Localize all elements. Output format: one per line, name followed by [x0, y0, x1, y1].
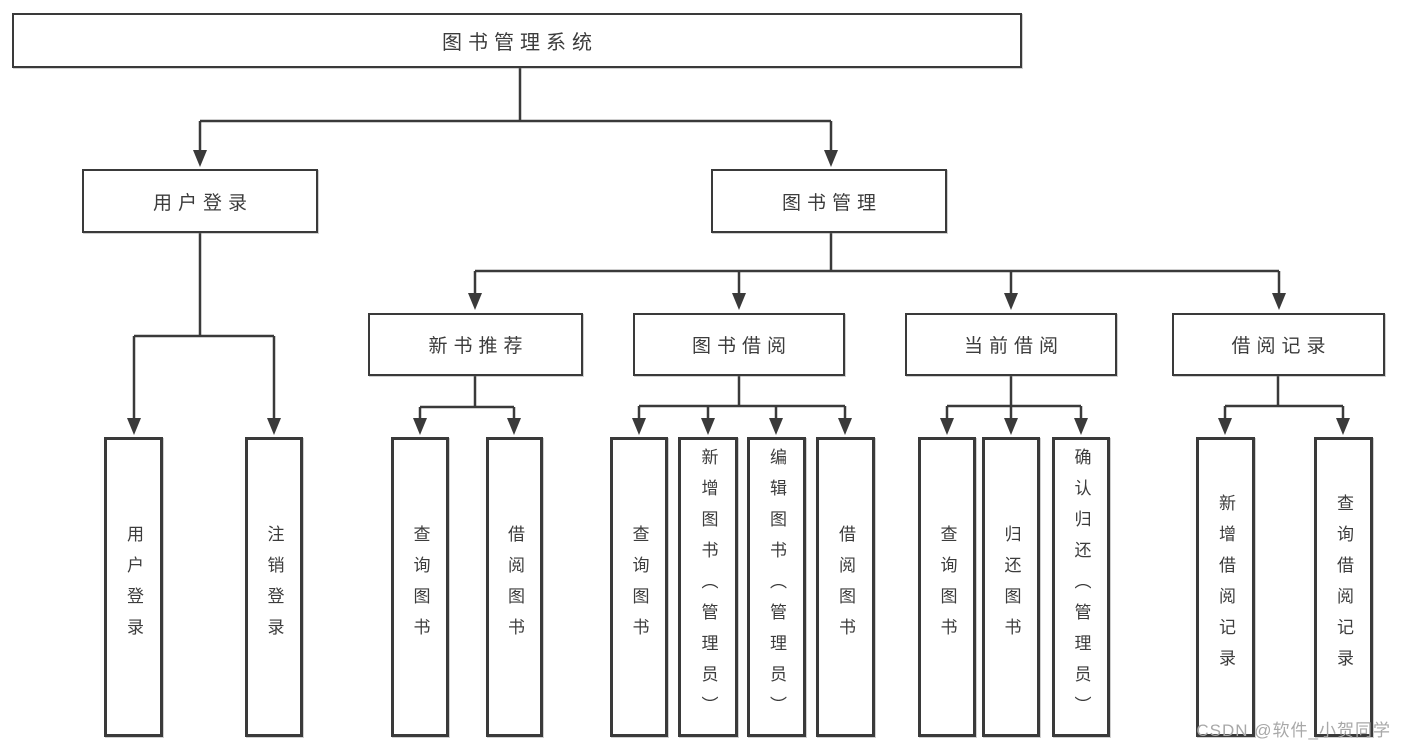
leaf-bb-query-books: 查询图书 — [610, 437, 668, 737]
leaf-br-add-record: 新增借阅记录 — [1196, 437, 1255, 737]
csdn-watermark: CSDN @软件_小贺同学 — [1196, 721, 1391, 740]
leaf-cb-confirm-return: 确认归还（管理员） — [1052, 437, 1110, 737]
leaf-user-login: 用户登录 — [104, 437, 163, 737]
leaf-bb-add-books: 新增图书（管理员） — [678, 437, 738, 737]
leaf-logout: 注销登录 — [245, 437, 303, 737]
node-new-book-recommend: 新书推荐 — [368, 313, 583, 376]
node-book-management: 图书管理 — [711, 169, 947, 233]
node-root: 图书管理系统 — [12, 13, 1022, 68]
node-user-login: 用户登录 — [82, 169, 318, 233]
leaf-nbr-borrow-books: 借阅图书 — [486, 437, 543, 737]
node-book-borrowing: 图书借阅 — [633, 313, 845, 376]
node-borrowing-records: 借阅记录 — [1172, 313, 1385, 376]
leaf-bb-edit-books: 编辑图书（管理员） — [747, 437, 806, 737]
leaf-cb-query-books: 查询图书 — [918, 437, 976, 737]
node-current-borrowing: 当前借阅 — [905, 313, 1117, 376]
leaf-br-query-record: 查询借阅记录 — [1314, 437, 1373, 737]
leaf-nbr-query-books: 查询图书 — [391, 437, 449, 737]
leaf-cb-return-books: 归还图书 — [982, 437, 1040, 737]
leaf-bb-borrow-books: 借阅图书 — [816, 437, 875, 737]
